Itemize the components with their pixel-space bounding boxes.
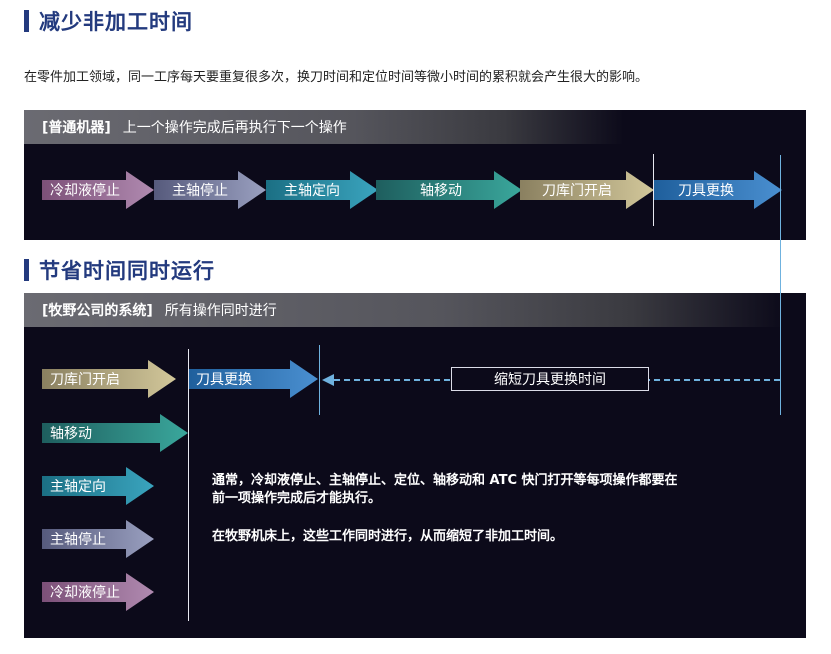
step-coolant-stop: 冷却液停止	[42, 171, 154, 209]
section-heading-simultaneous: 节省时间同时运行	[24, 255, 215, 285]
step-spindle-orient: 主轴定向	[266, 171, 378, 209]
shortened-time-label: 缩短刀具更换时间	[451, 367, 649, 391]
step-spindle-stop: 主轴停止	[42, 520, 154, 558]
step-label: 刀具更换	[196, 372, 252, 388]
step-magazine-door-open: 刀库门开启	[520, 171, 654, 209]
shortened-time-text: 缩短刀具更换时间	[494, 372, 606, 388]
result-note: 在牧野机床上，这些工作同时进行，从而缩短了非加工时间。	[212, 528, 563, 546]
step-divider	[653, 154, 654, 226]
step-label: 主轴停止	[50, 532, 106, 548]
heading-bar	[24, 10, 29, 32]
step-tool-change: 刀具更换	[654, 171, 782, 209]
step-label: 刀具更换	[678, 183, 734, 199]
step-label: 主轴定向	[50, 479, 106, 495]
step-axis-move: 轴移动	[42, 414, 188, 452]
section-title: 减少非加工时间	[39, 10, 193, 34]
step-label: 冷却液停止	[50, 585, 120, 601]
start-divider	[188, 349, 189, 621]
explanation-note: 通常，冷却液停止、主轴停止、定位、轴移动和 ATC 快门打开等每项操作都要在 前…	[212, 472, 678, 508]
section-heading-reduce: 减少非加工时间	[24, 6, 193, 36]
panel-tag: [牧野公司的系统]	[42, 303, 153, 319]
step-label: 冷却液停止	[50, 183, 120, 199]
conventional-panel: [普通机器] 上一个操作完成后再执行下一个操作 冷却液停止 主轴停止 主轴定向 …	[24, 110, 806, 240]
conventional-end-marker	[780, 155, 781, 415]
intro-text: 在零件加工领域，同一工序每天要重复很多次，换刀时间和定位时间等微小时间的累积就会…	[24, 70, 649, 85]
step-coolant-stop: 冷却液停止	[42, 573, 154, 611]
note-line: 在牧野机床上，这些工作同时进行，从而缩短了非加工时间。	[212, 529, 564, 544]
makino-panel: [牧野公司的系统] 所有操作同时进行 刀库门开启 刀具更换 轴移动 主轴定向 主…	[24, 293, 806, 638]
step-label: 轴移动	[420, 183, 462, 199]
finish-marker	[319, 345, 320, 415]
step-label: 刀库门开启	[50, 372, 120, 388]
note-line: 前一项操作完成后才能执行。	[212, 491, 382, 506]
step-tool-change: 刀具更换	[188, 360, 318, 398]
step-spindle-stop: 主轴停止	[154, 171, 266, 209]
panel-description: 所有操作同时进行	[164, 303, 277, 319]
arrow-left-icon	[322, 374, 334, 386]
note-line: 通常，冷却液停止、主轴停止、定位、轴移动和 ATC 快门打开等每项操作都要在	[212, 473, 678, 488]
panel-description: 上一个操作完成后再执行下一个操作	[122, 120, 347, 136]
section-title: 节省时间同时运行	[39, 259, 215, 283]
panel-header: [牧野公司的系统] 所有操作同时进行	[24, 293, 784, 327]
panel-header: [普通机器] 上一个操作完成后再执行下一个操作	[24, 110, 624, 144]
panel-tag: [普通机器]	[42, 120, 111, 136]
step-label: 主轴停止	[172, 183, 228, 199]
step-spindle-orient: 主轴定向	[42, 467, 154, 505]
step-magazine-door-open: 刀库门开启	[42, 360, 176, 398]
step-label: 轴移动	[50, 426, 92, 442]
step-axis-move: 轴移动	[376, 171, 522, 209]
step-label: 刀库门开启	[542, 183, 612, 199]
step-label: 主轴定向	[284, 183, 340, 199]
heading-bar	[24, 259, 29, 281]
